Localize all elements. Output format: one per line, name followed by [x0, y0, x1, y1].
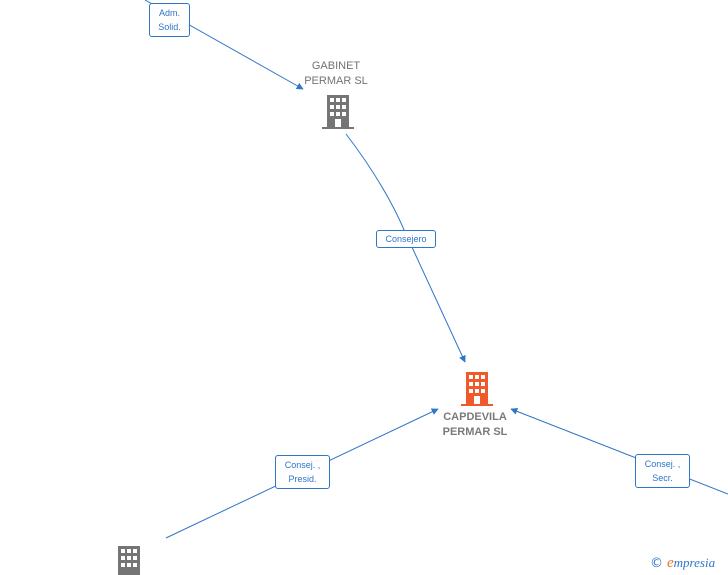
node-label-line: CAPDEVILA [443, 411, 507, 423]
edge-consejero [345, 133, 466, 363]
node-label-line: GABINET [311, 60, 361, 72]
building-icon [322, 95, 354, 129]
edge-label-line: Consej. , [644, 459, 681, 469]
node-label-gabinet-permar[interactable]: GABINET PERMAR SL [298, 59, 374, 89]
edge-label-consej-secr[interactable]: Consej. , Secr. [635, 454, 690, 488]
brand-logo-text: mpresia [673, 555, 716, 570]
edge-label-line: Consejero [385, 234, 427, 244]
node-label-line: PERMAR SL [304, 75, 368, 87]
edge-label-line: Adm. [158, 8, 180, 18]
edge-label-line: Consej. , [284, 460, 321, 470]
edge-consej-secr [510, 408, 728, 495]
building-icon [118, 546, 140, 575]
edge-label-line: Presid. [288, 474, 317, 484]
empresia-watermark: © empresia [650, 555, 715, 572]
brand-logo-initial: e [667, 555, 674, 571]
node-label-capdevila-permar[interactable]: CAPDEVILA PERMAR SL [432, 410, 518, 440]
building-icon-highlighted [461, 372, 493, 406]
edge-label-line: Secr. [652, 473, 673, 483]
edge-label-adm-solid[interactable]: Adm. Solid. [149, 3, 190, 37]
node-label-line: PERMAR SL [442, 426, 508, 438]
edge-label-line: Solid. [158, 22, 181, 32]
copyright-icon: © [650, 556, 663, 571]
edge-label-consej-presid[interactable]: Consej. , Presid. [275, 455, 330, 489]
edge-label-consejero[interactable]: Consejero [376, 230, 436, 248]
